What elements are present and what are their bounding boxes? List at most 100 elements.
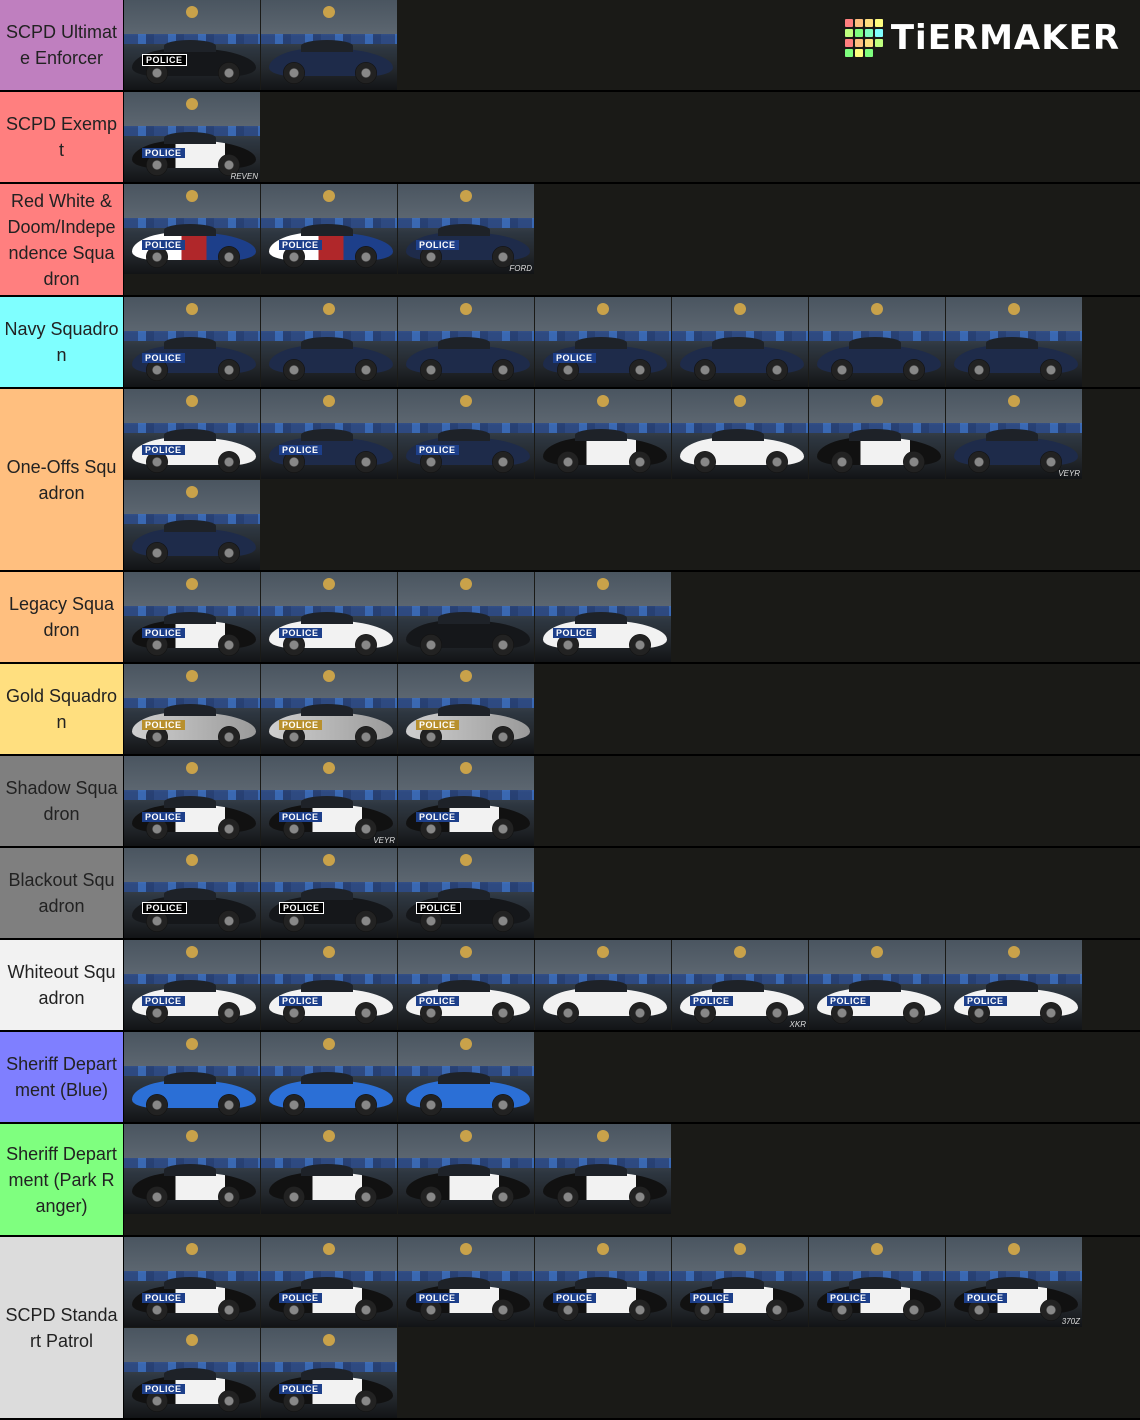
tier-label[interactable]: Blackout Squadron <box>0 848 124 938</box>
police-car-card[interactable]: POLICE <box>124 389 260 479</box>
car-roof <box>575 337 627 349</box>
wheel-icon <box>420 1094 442 1116</box>
car-roof <box>438 704 490 716</box>
police-car-card[interactable]: POLICE <box>809 940 945 1030</box>
police-car-card[interactable]: POLICE <box>261 1237 397 1327</box>
police-car-card[interactable]: POLICE <box>261 389 397 479</box>
police-car-card[interactable] <box>809 389 945 479</box>
logo-grid-cell <box>864 29 873 37</box>
police-car-card[interactable] <box>261 1124 397 1214</box>
police-car-card[interactable]: POLICE <box>535 297 671 387</box>
wheel-icon <box>492 1299 514 1321</box>
police-car-card[interactable]: POLICE <box>124 1328 260 1418</box>
wheel-icon <box>355 1390 377 1412</box>
police-car-card[interactable]: POLICE <box>261 572 397 662</box>
police-car-card[interactable]: POLICE <box>398 389 534 479</box>
tier-items <box>124 1124 1140 1235</box>
tier-label[interactable]: Gold Squadron <box>0 664 124 754</box>
tier-label[interactable]: Navy Squadron <box>0 297 124 387</box>
tier-label[interactable]: Sheriff Department (Blue) <box>0 1032 124 1122</box>
wheel-icon <box>766 359 788 381</box>
wheel-icon <box>492 359 514 381</box>
police-car-card[interactable]: POLICE <box>124 756 260 846</box>
police-car-card[interactable]: POLICE <box>124 664 260 754</box>
logo-grid-cell <box>844 39 853 47</box>
police-car-card[interactable]: POLICE <box>124 297 260 387</box>
police-car-card[interactable]: VEYR <box>946 389 1082 479</box>
brand-badge-icon <box>734 1243 746 1255</box>
police-car-card[interactable]: POLICE <box>946 940 1082 1030</box>
police-car-card[interactable]: POLICE <box>535 572 671 662</box>
police-car-card[interactable] <box>261 297 397 387</box>
tier-label[interactable]: Sheriff Department (Park Ranger) <box>0 1124 124 1235</box>
police-car-card[interactable] <box>809 297 945 387</box>
police-car-card[interactable]: POLICE <box>261 664 397 754</box>
police-car-card[interactable] <box>672 297 808 387</box>
police-car-card[interactable]: POLICE <box>261 184 397 274</box>
police-car-card[interactable]: POLICE <box>398 664 534 754</box>
tier-label[interactable]: Shadow Squadron <box>0 756 124 846</box>
tier-label[interactable]: SCPD Ultimate Enforcer <box>0 0 124 90</box>
tier-label[interactable]: SCPD Exempt <box>0 92 124 182</box>
wheel-icon <box>629 1299 651 1321</box>
brand-badge-icon <box>460 1038 472 1050</box>
police-car-card[interactable]: POLICE <box>535 1237 671 1327</box>
logo-grid-cell <box>864 49 873 57</box>
car-roof <box>575 980 627 992</box>
police-car-card[interactable] <box>398 297 534 387</box>
police-car-card[interactable]: POLICE <box>124 848 260 938</box>
wheel-icon <box>694 1299 716 1321</box>
tier-label[interactable]: One-Offs Squadron <box>0 389 124 570</box>
tier-label[interactable]: SCPD Standart Patrol <box>0 1237 124 1418</box>
police-car-card[interactable]: POLICE <box>809 1237 945 1327</box>
police-car-card[interactable]: POLICE <box>124 1237 260 1327</box>
logo-grid-cell <box>854 39 863 47</box>
police-car-card[interactable]: POLICE <box>124 0 260 90</box>
police-car-card[interactable] <box>535 1124 671 1214</box>
police-car-card[interactable] <box>124 1032 260 1122</box>
police-car-card[interactable] <box>124 1124 260 1214</box>
wheel-icon <box>420 818 442 840</box>
police-car-card[interactable] <box>124 480 260 570</box>
police-car-card[interactable]: POLICE <box>398 1237 534 1327</box>
car-roof <box>438 1277 490 1289</box>
police-car-card[interactable]: POLICE <box>672 1237 808 1327</box>
tier-label[interactable]: Whiteout Squadron <box>0 940 124 1030</box>
brand-badge-icon <box>597 395 609 407</box>
police-car-card[interactable]: POLICE <box>398 756 534 846</box>
police-car-card[interactable]: POLICE <box>261 848 397 938</box>
police-car-card[interactable] <box>398 1032 534 1122</box>
police-car-card[interactable] <box>535 389 671 479</box>
wheel-icon <box>283 1186 305 1208</box>
police-car-card[interactable]: POLICE <box>398 940 534 1030</box>
police-livery-text: POLICE <box>553 628 596 638</box>
police-livery-text: POLICE <box>142 445 185 455</box>
police-car-card[interactable] <box>672 389 808 479</box>
police-car-card[interactable] <box>946 297 1082 387</box>
brand-badge-icon <box>186 486 198 498</box>
tier-label[interactable]: Legacy Squadron <box>0 572 124 662</box>
police-car-card[interactable]: POLICE <box>261 1328 397 1418</box>
wheel-icon <box>355 1299 377 1321</box>
police-car-card[interactable]: POLICE <box>124 940 260 1030</box>
police-car-card[interactable] <box>261 0 397 90</box>
tier-label[interactable]: Red White & Doom/Independence Squadron <box>0 184 124 295</box>
wheel-icon <box>766 1299 788 1321</box>
garage-wall-stripes <box>124 1271 260 1281</box>
police-livery-text: POLICE <box>690 996 733 1006</box>
police-car-card[interactable] <box>535 940 671 1030</box>
police-car-card[interactable]: POLICE <box>124 184 260 274</box>
police-car-card[interactable] <box>398 572 534 662</box>
police-car-card[interactable] <box>261 1032 397 1122</box>
police-car-card[interactable]: POLICE <box>261 940 397 1030</box>
police-car-card[interactable]: POLICE <box>124 572 260 662</box>
police-car-card[interactable] <box>398 1124 534 1214</box>
car-roof <box>438 337 490 349</box>
garage-wall-stripes <box>535 1158 671 1168</box>
police-car-card[interactable]: POLICE <box>398 848 534 938</box>
